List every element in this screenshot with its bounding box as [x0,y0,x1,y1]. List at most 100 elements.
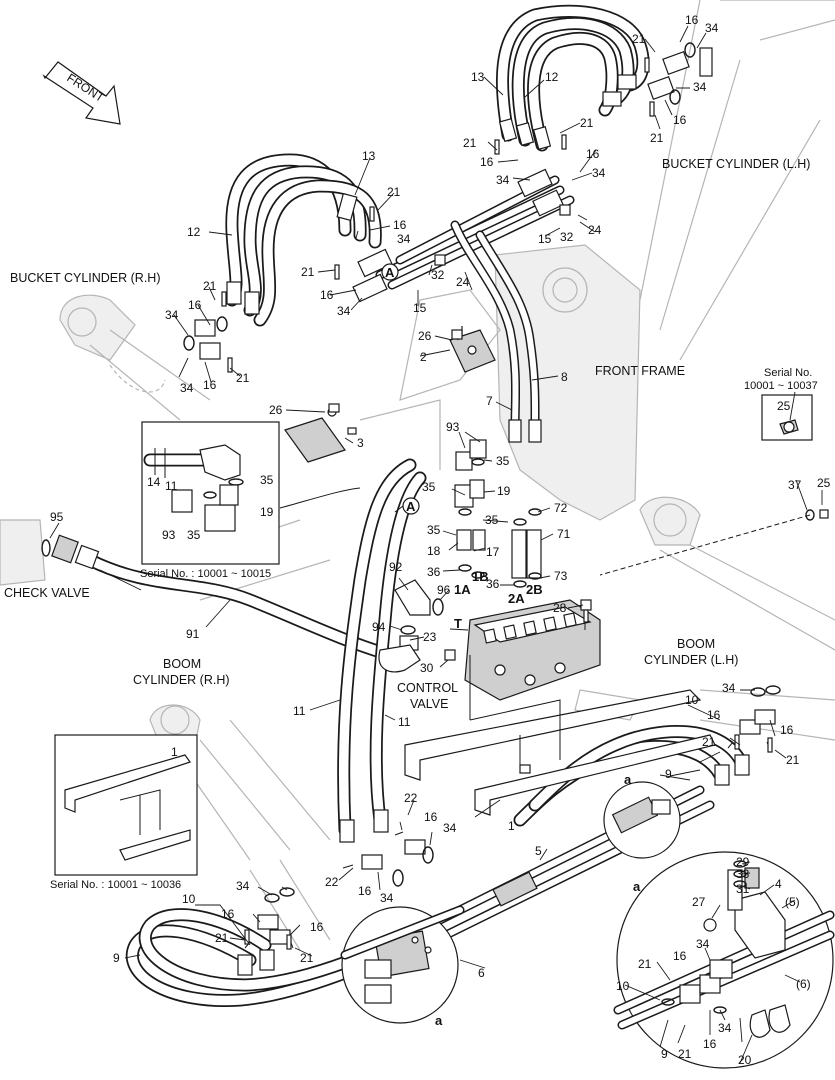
callout-29: 29 [736,855,750,869]
callout-34: 34 [380,891,394,905]
callout-11: 11 [398,715,411,729]
callout-21: 21 [203,279,217,293]
callout-34: 34 [443,821,457,835]
callout-35: 35 [485,513,499,527]
front-frame-body [494,244,641,521]
callout-14: 14 [147,475,161,489]
label-boom-cylinder-rh-1: BOOM [163,657,201,671]
label-serial-inset-2: Serial No. : 10001 ~ 10036 [50,879,181,891]
callout-34: 34 [337,304,351,318]
callout-16: 16 [203,378,217,392]
callout-35: 35 [187,528,201,542]
valve-mount-frame [404,689,702,781]
callout-21: 21 [301,265,315,279]
callout-19: 19 [260,505,274,519]
callout-16: 16 [480,155,494,169]
callout-21: 21 [702,735,716,749]
callout-16: 16 [673,113,687,127]
inset-fittings-box [141,421,280,565]
callout-95: 95 [50,510,64,524]
port-2b: 2B [526,582,543,597]
labels: BUCKET CYLINDER (L.H) BUCKET CYLINDER (R… [4,157,818,991]
callout-32: 32 [560,230,574,244]
callout-21: 21 [463,136,477,150]
callout-21: 21 [638,957,652,971]
callout-21: 21 [215,931,229,945]
callout-35: 35 [260,473,274,487]
callout-72: 72 [554,501,568,515]
boom-cylinder-lh-shape [639,496,701,546]
ref-a-left: A [406,499,416,514]
fittings: A [41,42,781,976]
callout-23: 23 [423,630,437,644]
part-number-callouts: 21 16 34 34 16 21 13 12 21 16 34 21 16 3… [50,13,831,1067]
callout-21: 21 [650,131,664,145]
label-boom-cylinder-lh-1: BOOM [677,637,715,651]
callout-34: 34 [705,21,719,35]
port-1a: 1A [454,582,471,597]
callout-11: 11 [293,704,306,718]
callout-16: 16 [703,1037,717,1051]
callout-91: 91 [186,627,200,641]
callout-3: 3 [357,436,364,450]
callout-8: 8 [561,370,568,384]
callout-73: 73 [554,569,568,583]
callout-35: 35 [422,480,436,494]
callout-30: 30 [420,661,434,675]
port-t: T [454,616,462,631]
callout-1: 1 [508,819,515,833]
paren-5: (5) [785,895,800,909]
callout-34: 34 [693,80,707,94]
callout-33: 33 [736,867,750,881]
callout-34: 34 [397,232,411,246]
callout-92: 92 [389,560,403,574]
callout-9: 9 [661,1047,668,1061]
callout-13: 13 [362,149,376,163]
callout-17: 17 [486,545,500,559]
label-boom-cylinder-lh-2: CYLINDER (L.H) [644,653,738,667]
callout-2: 2 [420,350,427,364]
ref-a-small: a [624,772,632,787]
callout-32: 32 [431,268,445,282]
paren-6: (6) [796,977,811,991]
port-2a: 2A [508,591,525,606]
callout-34: 34 [718,1021,732,1035]
background-structures [0,0,835,951]
callout-34: 34 [592,166,606,180]
callout-12: 12 [545,70,559,84]
callout-16: 16 [707,708,721,722]
callout-34: 34 [236,879,250,893]
callout-21: 21 [786,753,800,767]
callout-34: 34 [165,308,179,322]
front-arrow: FRONT [42,61,121,125]
callout-71: 71 [557,527,571,541]
label-serial-top-2: 10001 ~ 10037 [744,380,818,392]
callout-16: 16 [780,723,794,737]
callout-21: 21 [632,32,646,46]
callout-27: 27 [692,895,706,909]
callout-19: 19 [497,484,511,498]
callout-34: 34 [496,173,510,187]
callout-16: 16 [424,810,438,824]
callout-25: 25 [817,476,831,490]
elbow-92 [394,579,431,616]
callout-22: 22 [404,791,418,805]
label-bucket-cylinder-rh: BUCKET CYLINDER (R.H) [10,271,160,285]
callout-16: 16 [673,949,687,963]
callout-36: 36 [486,577,500,591]
dashed-locator [599,514,811,576]
callout-10: 10 [616,979,630,993]
label-control-valve-1: CONTROL [397,681,458,695]
callout-31: 31 [736,882,750,896]
callout-18: 18 [427,544,441,558]
bucket-cylinder-rh-shape [59,294,136,361]
callout-26: 26 [269,403,283,417]
label-serial-top-1: Serial No. [764,367,812,379]
callout-21: 21 [387,185,401,199]
callout-93: 93 [162,528,176,542]
callout-13: 13 [471,70,485,84]
callout-34: 34 [722,681,736,695]
callout-37: 37 [788,478,802,492]
callout-11: 11 [165,479,178,493]
